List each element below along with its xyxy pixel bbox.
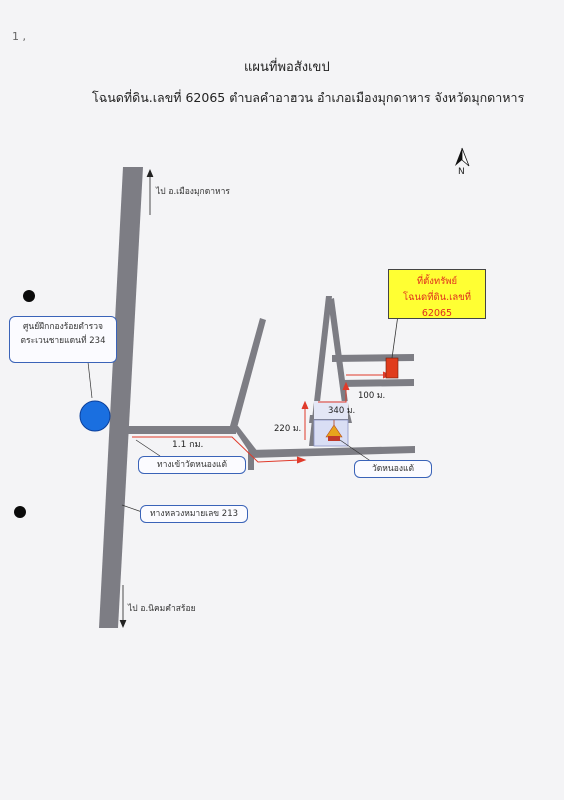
label-to-muang: ไป อ.เมืองมุกดาหาร <box>156 187 230 197</box>
highway-callout: ทางหลวงหมายเลข 213 <box>140 505 248 523</box>
temple-road <box>248 446 415 458</box>
property-callout-line2: โฉนดที่ดิน.เลขที่ 62065 <box>402 292 471 319</box>
highway-213-road <box>99 167 143 628</box>
property-callout-line1: ที่ตั้งทรัพย์ <box>416 276 458 287</box>
road-upper-cross <box>332 354 414 362</box>
punch-hole-top <box>23 290 35 302</box>
temple-upper-ground <box>314 401 348 419</box>
connector-road <box>232 426 258 456</box>
temple-leader <box>339 439 373 463</box>
page-subtitle: โฉนดที่ดิน.เลขที่ 62065 ตำบลคำอาฮวน อำเภ… <box>92 90 525 105</box>
north-label: N <box>458 167 465 177</box>
diagonal-road <box>230 318 266 428</box>
location-dot-icon <box>79 400 111 432</box>
branch-road-1 <box>127 426 236 434</box>
label-distance-main: 1.1 กม. <box>172 440 204 450</box>
temple-road-leader <box>135 439 161 457</box>
temple-road-callout: ทางเข้าวัดหนองแต้ <box>138 456 246 474</box>
label-distance-340: 340 ม. <box>328 406 356 416</box>
direction-arrows <box>119 168 154 629</box>
page-title: แผนที่พอสังเขป <box>244 60 330 75</box>
label-distance-220: 220 ม. <box>274 424 302 434</box>
temple-callout: วัดหนองแต้ <box>354 460 432 478</box>
road-lower-cross <box>340 379 414 387</box>
property-marker <box>385 357 399 379</box>
corner-marks: 1 , <box>12 30 26 43</box>
property-callout: ที่ตั้งทรัพย์ โฉนดที่ดิน.เลขที่ 62065 <box>388 269 486 319</box>
property-leader-line <box>391 314 399 359</box>
temple-road-callout-text: ทางเข้าวัดหนองแต้ <box>157 460 227 470</box>
punch-hole-bottom <box>14 506 26 518</box>
label-to-nikhom: ไป อ.นิคมคำสร้อย <box>128 604 196 614</box>
center-callout-text: ศูนย์ฝึกกองร้อยตำรวจ ตระเวนชายแดนที่ 234 <box>20 322 106 346</box>
center-leader-line <box>87 361 93 399</box>
north-arrow-icon <box>455 147 470 167</box>
temple-icon <box>325 420 343 441</box>
highway-callout-text: ทางหลวงหมายเลข 213 <box>149 509 239 519</box>
label-distance-100: 100 ม. <box>358 391 386 401</box>
route-arrows <box>132 371 392 464</box>
center-callout: ศูนย์ฝึกกองร้อยตำรวจ ตระเวนชายแดนที่ 234 <box>9 316 117 363</box>
highway-leader <box>121 504 143 513</box>
temple-callout-text: วัดหนองแต้ <box>372 464 414 474</box>
